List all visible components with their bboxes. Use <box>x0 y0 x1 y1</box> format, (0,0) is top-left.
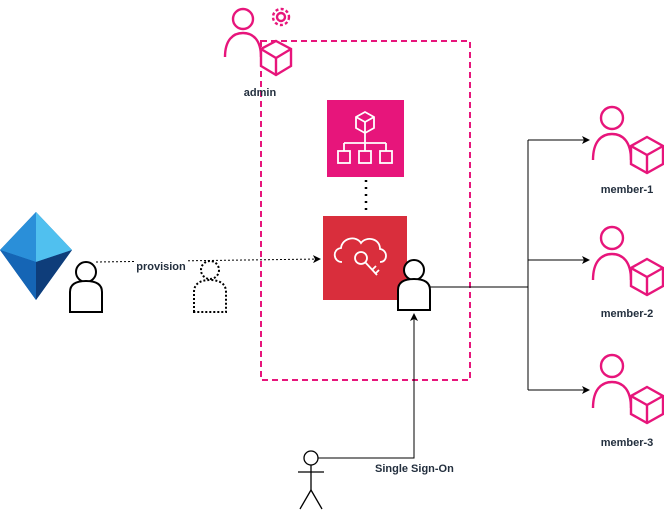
provisioned-user-icon <box>193 260 227 313</box>
azure-entra-id-icon <box>0 212 72 300</box>
end-user-icon <box>298 450 324 510</box>
member-2-label: member-2 <box>601 308 654 320</box>
provision-label: provision <box>136 261 186 273</box>
member-3-icon <box>591 353 664 425</box>
member-1-icon <box>591 105 664 175</box>
admin-icon <box>223 7 293 77</box>
member-3-label: member-3 <box>601 437 654 449</box>
aws-organizations-icon <box>327 100 404 177</box>
account-boundary <box>260 40 471 381</box>
admin-label: admin <box>244 87 277 99</box>
sso-label: Single Sign-On <box>375 463 454 475</box>
aws-iam-identity-center-icon <box>323 216 407 300</box>
member-1-label: member-1 <box>601 184 654 196</box>
entra-user-icon <box>69 261 103 313</box>
member-connectors <box>430 136 590 394</box>
sso-user-icon <box>397 259 431 311</box>
sso-arrow <box>318 313 418 459</box>
member-2-icon <box>591 225 664 297</box>
